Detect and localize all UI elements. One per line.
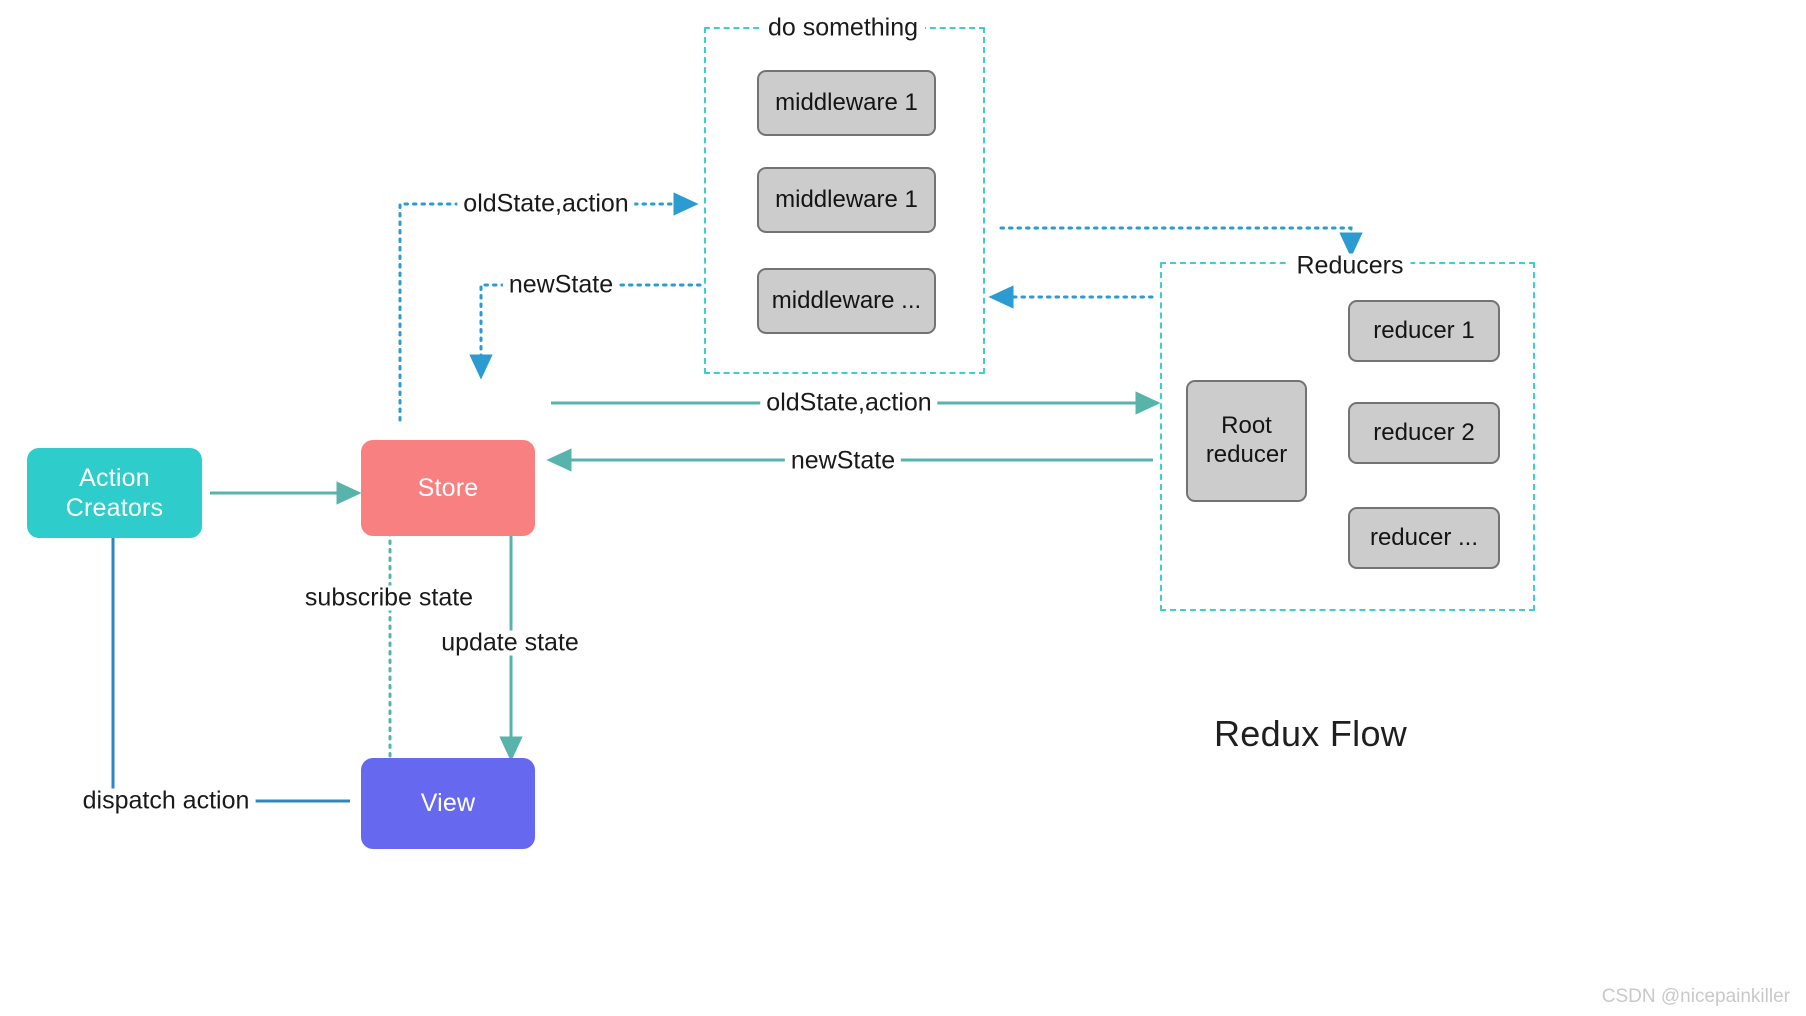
reducer-box-2-label: reducer 2 — [1373, 418, 1475, 446]
action-creators-label-line2: Creators — [65, 494, 164, 522]
middleware-box-3[interactable]: middleware ... — [757, 268, 936, 334]
reducer-box-1[interactable]: reducer 1 — [1348, 300, 1500, 362]
view-label: View — [420, 789, 476, 818]
root-reducer-label-line1: Root — [1221, 412, 1272, 440]
store-node[interactable]: Store — [361, 440, 535, 536]
edge-label-subscribe-state: subscribe state — [298, 585, 480, 611]
reducer-box-2[interactable]: reducer 2 — [1348, 402, 1500, 464]
edge-middleware-to-reducers — [999, 226, 1363, 258]
root-reducer-label: Root reducer — [1206, 412, 1287, 470]
action-creators-label: Action Creators — [66, 463, 163, 524]
reducer-box-3[interactable]: reducer ... — [1348, 507, 1500, 569]
root-reducer-label-line2: reducer — [1205, 441, 1288, 468]
reducer-box-1-label: reducer 1 — [1373, 316, 1475, 344]
edge-label-newstate-top: newState — [502, 272, 620, 298]
reducer-box-3-label: reducer ... — [1369, 523, 1479, 551]
root-reducer-box[interactable]: Root reducer — [1186, 380, 1307, 502]
edge-label-dispatch-action: dispatch action — [76, 788, 256, 814]
middleware-box-1[interactable]: middleware 1 — [757, 70, 936, 136]
edge-label-update-state: update state — [435, 630, 585, 656]
edge-store-to-middleware-oldstate — [398, 192, 699, 422]
store-label: Store — [417, 473, 479, 502]
watermark: CSDN @nicepainkiller — [1601, 986, 1790, 1007]
edge-label-newstate-mid: newState — [784, 448, 902, 474]
action-creators-node[interactable]: Action Creators — [27, 448, 202, 538]
action-creators-label-line1: Action — [79, 463, 150, 492]
middleware-box-1-label: middleware 1 — [775, 88, 918, 116]
middleware-box-2-label: middleware 1 — [775, 185, 918, 213]
reducers-group-label: Reducers — [1289, 253, 1411, 279]
edge-label-oldstate-action-mid: oldState,action — [760, 390, 938, 416]
edge-view-to-action-creators-dispatch — [101, 491, 350, 803]
middleware-box-3-label: middleware ... — [771, 286, 922, 314]
view-node[interactable]: View — [361, 758, 535, 849]
edge-label-oldstate-action-top: oldState,action — [457, 191, 635, 217]
diagram-title: Redux Flow — [1214, 713, 1408, 754]
do-something-group-label: do something — [760, 15, 926, 41]
middleware-box-2[interactable]: middleware 1 — [757, 167, 936, 233]
